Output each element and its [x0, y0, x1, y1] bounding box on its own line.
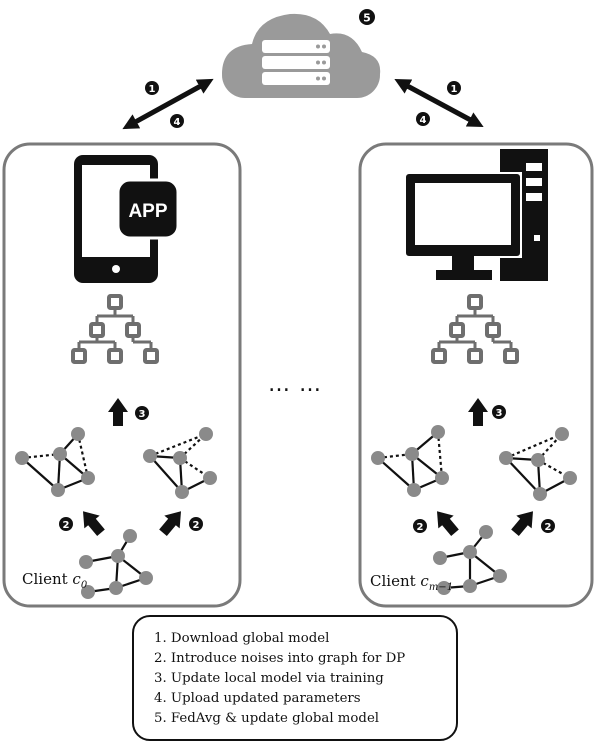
svg-text:3: 3: [139, 409, 146, 420]
svg-text:2: 2: [63, 520, 70, 531]
client-box-left: [2, 142, 242, 608]
legend-step-1: 1. Download global model: [154, 631, 330, 646]
train-step-badge-left: 3: [135, 406, 149, 420]
client-label-left: Client c0: [22, 570, 88, 591]
noisy-graph-right-2: [499, 427, 577, 501]
phone-icon: APP: [74, 155, 180, 283]
left-link-arrow: [122, 78, 214, 130]
steps-legend: 1. Download global model 2. Introduce no…: [132, 615, 458, 741]
cloud-server-icon: [222, 13, 381, 98]
noisy-graph-left-1: [15, 427, 95, 497]
client-box-right: [358, 142, 594, 608]
raw-graph-right: [433, 525, 507, 595]
noise-step-badge-left-2: 2: [189, 517, 203, 531]
app-label: APP: [128, 201, 167, 222]
svg-text:1: 1: [149, 84, 156, 95]
noise-step-badge-left-1: 2: [59, 517, 73, 531]
legend-step-5: 5. FedAvg & update global model: [154, 711, 380, 726]
svg-text:1: 1: [451, 84, 458, 95]
svg-text:5: 5: [363, 12, 371, 25]
legend-step-2: 2. Introduce noises into graph for DP: [154, 651, 406, 666]
svg-text:2: 2: [417, 522, 424, 533]
svg-text:4: 4: [174, 117, 181, 128]
noise-step-badge-right-2: 2: [541, 519, 555, 533]
raw-graph-left: [79, 529, 153, 599]
noisy-graph-left-2: [143, 427, 217, 499]
noise-arrow-right-1: [429, 504, 463, 540]
train-arrow-left: [108, 398, 128, 426]
svg-text:3: 3: [496, 408, 503, 419]
legend-step-4: 4. Upload updated parameters: [154, 691, 361, 706]
noise-step-badge-right-1: 2: [413, 519, 427, 533]
client-label-right: Client cm−1: [370, 572, 454, 593]
noisy-graph-right-1: [371, 425, 449, 497]
noise-arrow-left-1: [75, 504, 109, 540]
desktop-computer-icon: [404, 149, 548, 281]
noise-arrow-right-2: [507, 504, 541, 540]
more-clients-ellipsis: … …: [268, 372, 322, 397]
noise-arrow-left-2: [155, 504, 189, 540]
train-step-badge-right: 3: [492, 405, 506, 419]
download-step-badge-right: 1: [447, 81, 461, 95]
local-model-icon-left: [71, 294, 159, 364]
train-arrow-right: [468, 398, 488, 426]
server-step-badge: 5: [359, 9, 375, 25]
svg-text:2: 2: [545, 522, 552, 533]
right-link-arrow: [394, 78, 484, 128]
svg-text:2: 2: [193, 520, 200, 531]
legend-step-3: 3. Update local model via training: [154, 671, 384, 686]
local-model-icon-right: [431, 294, 519, 364]
upload-step-badge-left: 4: [170, 114, 184, 128]
svg-text:4: 4: [420, 115, 427, 126]
download-step-badge-left: 1: [145, 81, 159, 95]
upload-step-badge-right: 4: [416, 112, 430, 126]
